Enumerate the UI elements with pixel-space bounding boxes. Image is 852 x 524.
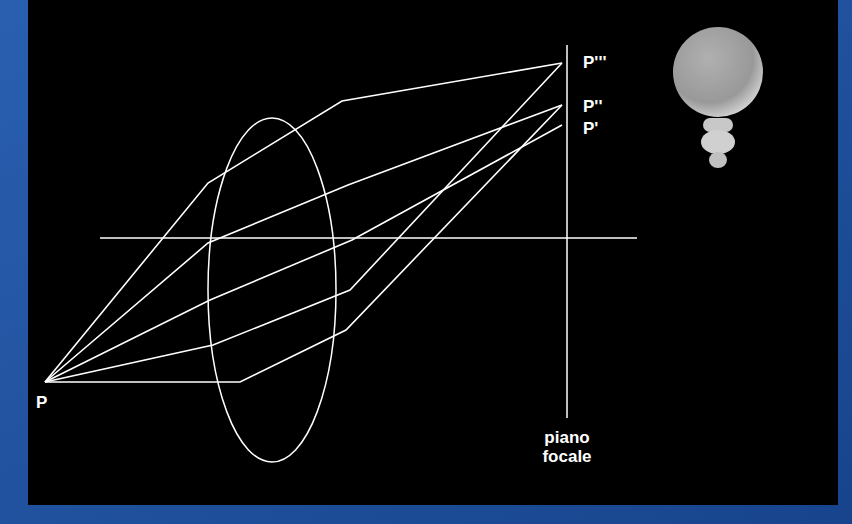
point-label: P' (583, 119, 598, 138)
light-ray (45, 105, 562, 382)
diagram-panel (28, 0, 838, 505)
light-rays (45, 63, 562, 382)
focal-plane (566, 45, 568, 418)
optical-axis (100, 237, 637, 239)
lens (208, 118, 336, 462)
point-label: P'' (583, 97, 602, 116)
light-ray (45, 63, 562, 382)
light-ray (45, 125, 562, 382)
bulb-tip (709, 152, 727, 168)
point-label: P (36, 393, 47, 412)
bulb-neck (703, 118, 733, 132)
bulb-glass (673, 27, 763, 117)
light-bulb-icon (673, 27, 763, 168)
bulb-base (701, 130, 735, 154)
plane-label: piano focale (532, 428, 602, 466)
point-label: P''' (583, 53, 606, 72)
light-ray (45, 63, 562, 382)
